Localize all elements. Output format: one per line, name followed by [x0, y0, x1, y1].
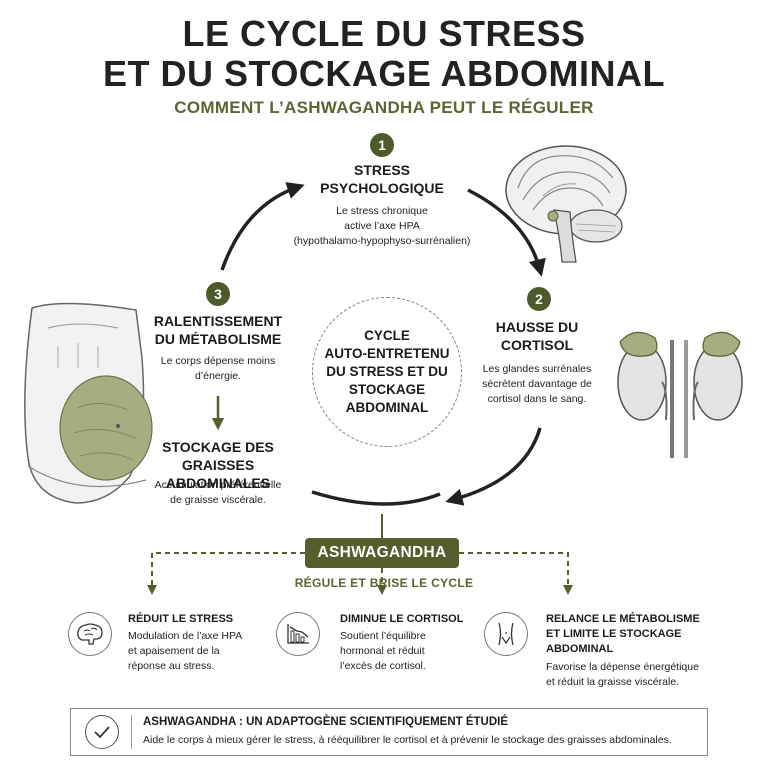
step-2-title-line-1: HAUSSE DU	[495, 319, 579, 335]
benefit-2: DIMINUE LE CORTISOL Soutient l’équilibre…	[340, 612, 480, 674]
cycle-center-circle: CYCLE AUTO-ENTRETENU DU STRESS ET DU STO…	[312, 297, 462, 447]
center-line-1: CYCLE	[364, 328, 410, 343]
step-3-description: Le corps dépense moins d’énergie.	[148, 354, 288, 384]
arrow-3-to-1	[220, 182, 305, 271]
footer-text: Aide le corps à mieux gérer le stress, à…	[143, 734, 672, 746]
center-line-5: ABDOMINAL	[345, 400, 429, 415]
benefit-2-description: Soutient l’équilibre hormonal et réduit …	[340, 629, 480, 674]
benefit-2-title: DIMINUE LE CORTISOL	[340, 613, 464, 625]
center-line-4: STOCKAGE	[348, 382, 426, 397]
step-3-number: 3	[206, 282, 230, 306]
footer-title: ASHWAGANDHA : UN ADAPTOGÈNE SCIENTIFIQUE…	[143, 716, 509, 728]
step-2-title-line-2: CORTISOL	[500, 337, 574, 353]
arrow-1-to-2	[467, 188, 546, 277]
benefit-3-desc-line-2: et réduit la graisse viscérale.	[546, 676, 680, 688]
step-3-title-line-2: DU MÉTABOLISME	[154, 331, 282, 347]
brain-icon	[68, 612, 112, 656]
storage-desc-line-1: Accumulation préférentielle	[154, 479, 282, 491]
center-line-2: AUTO-ENTRETENU	[324, 346, 450, 361]
step-1-title-line-1: STRESS	[353, 162, 410, 178]
step-1-desc-line-2: active l’axe HPA	[344, 220, 420, 232]
step-2-desc-line-3: cortisol dans le sang.	[487, 393, 587, 405]
step-1-desc-line-1: Le stress chronique	[336, 205, 428, 217]
chart-down-icon	[276, 612, 320, 656]
benefit-2-desc-line-1: Soutient l’équilibre	[340, 630, 426, 642]
ashwagandha-subtitle: RÉGULE ET BRISE LE CYCLE	[294, 576, 474, 590]
branch-left	[147, 552, 305, 595]
benefit-3: RELANCE LE MÉTABOLISME ET LIMITE LE STOC…	[546, 612, 716, 690]
storage-desc-line-2: de graisse viscérale.	[170, 494, 266, 506]
benefit-1: RÉDUIT LE STRESS Modulation de l’axe HPA…	[128, 612, 268, 674]
step-1-description: Le stress chronique active l’axe HPA (hy…	[264, 204, 500, 249]
step-1-number: 1	[370, 133, 394, 157]
step-3-title-line-1: RALENTISSEMENT	[153, 313, 283, 329]
benefit-1-desc-line-3: réponse au stress.	[128, 660, 215, 672]
storage-title-line-2: GRAISSES ABDOMINALES	[165, 457, 271, 491]
page-title: LE CYCLE DU STRESS ET DU STOCKAGE ABDOMI…	[0, 14, 768, 94]
step-1-desc-line-3: (hypothalamo-hypophyso-surrénalien)	[293, 235, 471, 247]
benefit-2-desc-line-3: l’excès de cortisol.	[340, 660, 426, 672]
check-icon	[85, 715, 119, 749]
benefit-3-title-line-3: ABDOMINAL	[546, 643, 614, 655]
arrow-bottom-curve	[311, 490, 441, 506]
waist-icon	[484, 612, 528, 656]
page-subtitle: COMMENT L’ASHWAGANDHA PEUT LE RÉGULER	[174, 98, 594, 117]
step-3-desc-line-1: Le corps dépense moins	[160, 355, 276, 367]
kidney-illustration	[617, 331, 743, 458]
center-line-3: DU STRESS ET DU	[326, 364, 448, 379]
torso-illustration	[24, 302, 153, 504]
brain-illustration	[505, 145, 627, 263]
step-1-title: STRESS PSYCHOLOGIQUE	[284, 161, 480, 197]
benefit-3-title-line-1: RELANCE LE MÉTABOLISME	[546, 613, 700, 625]
benefit-3-description: Favorise la dépense énergétique et rédui…	[546, 660, 716, 690]
branch-right	[459, 552, 573, 595]
title-line-2: ET DU STOCKAGE ABDOMINAL	[102, 53, 665, 94]
step-2-title: HAUSSE DU CORTISOL	[464, 318, 610, 354]
step-2-desc-line-2: sécrètent davantage de	[482, 378, 592, 390]
benefit-1-desc-line-2: et apaisement de la	[128, 645, 220, 657]
benefit-1-title: RÉDUIT LE STRESS	[128, 613, 234, 625]
benefit-1-desc-line-1: Modulation de l’axe HPA	[128, 630, 243, 642]
arrow-2-to-bottom	[445, 427, 542, 506]
benefit-1-description: Modulation de l’axe HPA et apaisement de…	[128, 629, 268, 674]
benefit-3-desc-line-1: Favorise la dépense énergétique	[546, 661, 699, 673]
storage-description: Accumulation préférentielle de graisse v…	[146, 478, 290, 508]
step-2-desc-line-1: Les glandes surrénales	[482, 363, 592, 375]
storage-title: STOCKAGE DES GRAISSES ABDOMINALES	[134, 438, 302, 492]
footer-divider	[131, 715, 132, 749]
benefit-3-title-line-2: ET LIMITE LE STOCKAGE	[546, 628, 682, 640]
cycle-center-label: CYCLE AUTO-ENTRETENU DU STRESS ET DU STO…	[324, 327, 449, 417]
ashwagandha-badge: ASHWAGANDHA	[305, 538, 459, 568]
step-2-description: Les glandes surrénales sécrètent davanta…	[470, 362, 604, 407]
step-3-desc-line-2: d’énergie.	[194, 370, 242, 382]
step-1-title-line-2: PSYCHOLOGIQUE	[320, 180, 444, 196]
title-line-1: LE CYCLE DU STRESS	[182, 13, 586, 54]
benefit-2-desc-line-2: hormonal et réduit	[340, 645, 425, 657]
step-3-title: RALENTISSEMENT DU MÉTABOLISME	[140, 312, 296, 348]
storage-title-line-1: STOCKAGE DES	[162, 439, 274, 455]
footer-box: ASHWAGANDHA : UN ADAPTOGÈNE SCIENTIFIQUE…	[70, 708, 708, 756]
benefit-3-title: RELANCE LE MÉTABOLISME ET LIMITE LE STOC…	[546, 612, 716, 657]
step-2-number: 2	[527, 287, 551, 311]
